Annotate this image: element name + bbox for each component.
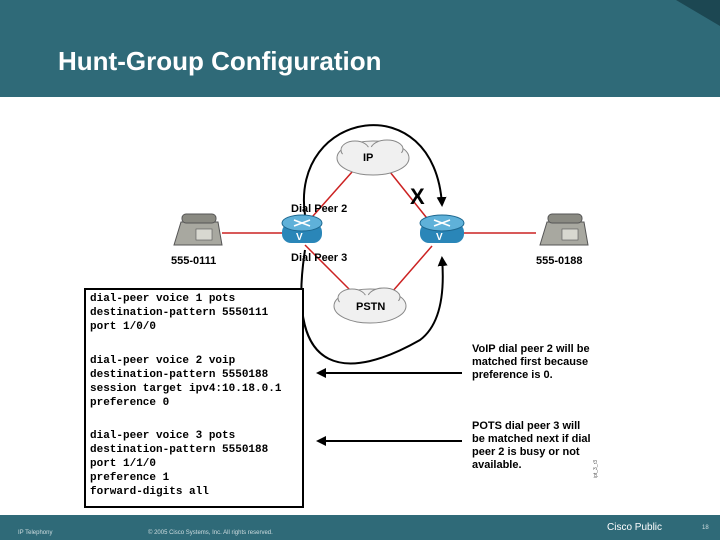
config-line: dial-peer voice 3 pots: [90, 430, 236, 442]
footer-copyright: © 2005 Cisco Systems, Inc. All rights re…: [148, 530, 273, 536]
failure-mark: X: [410, 184, 425, 209]
config-line: preference 0: [90, 397, 170, 409]
left-phone-number: 555-0111: [171, 255, 217, 267]
title-bar: [0, 0, 720, 97]
network-diagram: [173, 124, 589, 446]
config-box: [84, 288, 304, 508]
config-line: destination-pattern 5550188: [90, 444, 269, 456]
dial-peer-2-label: Dial Peer 2: [291, 203, 348, 215]
footer-bar: [0, 515, 720, 540]
pots-note: POTS dial peer 3 will be matched next if…: [472, 420, 591, 472]
pstn-cloud-label: PSTN: [356, 301, 386, 313]
note-line: preference is 0.: [472, 369, 553, 381]
call-path-loop: [302, 124, 447, 216]
dial-peer-3-label: Dial Peer 3: [291, 252, 348, 264]
phone-left-icon: [173, 213, 223, 246]
note-line: VoIP dial peer 2 will be: [472, 343, 590, 355]
footer-course: IP Telephony: [18, 530, 53, 536]
figure-id: ipt_3_r3: [593, 459, 599, 478]
link-ip-r2: [389, 171, 431, 223]
note-line: POTS dial peer 3 will: [472, 420, 581, 432]
config-line: port 1/0/0: [90, 321, 157, 333]
corner-accent: [676, 0, 720, 26]
config-line: dial-peer voice 1 pots: [90, 293, 236, 305]
ip-cloud-label: IP: [363, 152, 374, 164]
config-line: dial-peer voice 2 voip: [90, 355, 236, 367]
config-line: forward-digits all: [90, 486, 209, 498]
config-line: destination-pattern 5550111: [90, 307, 269, 319]
footer-classification: Cisco Public: [607, 522, 663, 533]
router-left-label: V: [296, 232, 303, 243]
link-r1-pstn: [304, 244, 353, 293]
config-line: preference 1: [90, 472, 170, 484]
link-pstn-r2: [391, 245, 433, 293]
router-right-icon: [419, 214, 465, 243]
phone-right-icon: [539, 213, 589, 246]
config-line: destination-pattern 5550188: [90, 369, 269, 381]
slide-title: Hunt-Group Configuration: [58, 46, 382, 76]
call-path-loop-lower: [300, 249, 448, 365]
page-number: 18: [702, 525, 709, 531]
note-line: matched first because: [472, 356, 589, 368]
ip-cloud: [336, 139, 410, 176]
router-left-icon: [281, 214, 323, 243]
router-right-label: V: [436, 232, 443, 243]
pstn-cloud: [333, 287, 407, 324]
right-phone-number: 555-0188: [536, 255, 583, 267]
voip-note: VoIP dial peer 2 will be matched first b…: [472, 343, 590, 382]
note-line: be matched next if dial: [472, 433, 591, 445]
config-line: session target ipv4:10.18.0.1: [90, 383, 282, 395]
note-line: peer 2 is busy or not: [472, 446, 580, 458]
note-line: available.: [472, 459, 522, 471]
config-line: port 1/1/0: [90, 458, 157, 470]
